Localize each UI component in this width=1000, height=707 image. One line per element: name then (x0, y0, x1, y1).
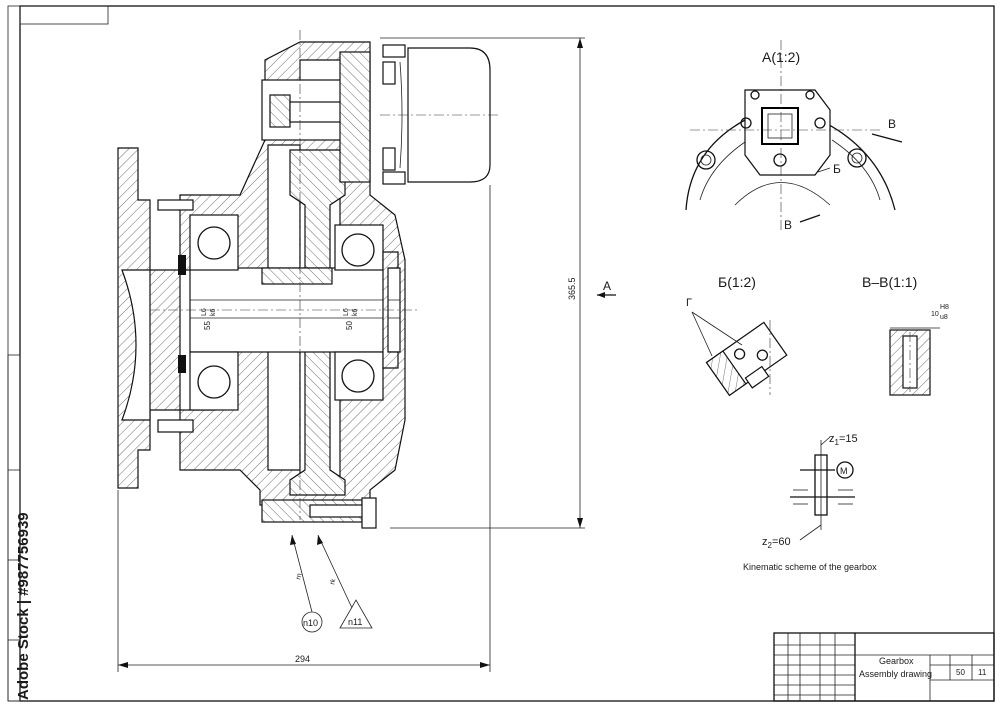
fit-right-bottom: k6 (352, 309, 359, 317)
title-name-line2: Assembly drawing (859, 669, 932, 679)
view-b: Б(1:2) Г (686, 274, 788, 397)
watermark-text: Adobe Stock | #987756939 (15, 512, 32, 700)
motor-label: M (840, 466, 848, 476)
section-mark-g: Г (686, 297, 692, 309)
fit-left-bottom: k6 (210, 309, 217, 317)
view-b-title: Б(1:2) (718, 274, 756, 290)
leader-n11: n11 (348, 617, 362, 627)
vv-fit-bottom: u8 (940, 314, 948, 321)
sheet-frame (7, 5, 995, 702)
leader-l2: rk (329, 578, 337, 586)
width-dimension: 294 (295, 654, 310, 664)
height-dimension: 365.5 (567, 277, 577, 300)
title-sheet-a: 50 (956, 668, 965, 677)
section-mark-b: Б (833, 162, 841, 176)
title-name-line1: Gearbox (879, 656, 914, 666)
section-mark-v-top: В (888, 117, 896, 131)
fit-right-top: L6 (343, 308, 350, 316)
main-dimensions: 365.5 294 55 L6 k6 50 L6 k6 A (117, 37, 616, 672)
main-section-view (117, 30, 500, 529)
fit-right-size: 50 (345, 321, 354, 330)
view-vv: В–В(1:1) 10 H8 u8 (862, 274, 949, 396)
z1-label: z1=15 (829, 433, 858, 447)
fit-left-top: L6 (201, 308, 208, 316)
section-mark-v-bottom: В (784, 218, 792, 232)
view-vv-title: В–В(1:1) (862, 274, 917, 290)
fit-left-size: 55 (203, 321, 212, 330)
view-a-title: A(1:2) (762, 49, 800, 65)
vv-size: 10 (931, 311, 939, 318)
leader-n10: n10 (303, 618, 318, 628)
view-a: A(1:2) В Б В (685, 40, 903, 232)
leader-callouts: n10 rn n11 rk (290, 534, 373, 633)
z2-label: z2=60 (762, 536, 791, 550)
title-block: Gearbox Assembly drawing 50 11 (773, 632, 995, 702)
kinematic-scheme: M z1=15 z2=60 Kinematic scheme of the ge… (743, 433, 877, 572)
vv-fit-top: H8 (940, 304, 949, 311)
kinematic-caption: Kinematic scheme of the gearbox (743, 562, 877, 572)
leader-l1: rn (295, 573, 303, 581)
title-sheet-b: 11 (978, 668, 987, 677)
section-arrow-a: A (603, 279, 611, 293)
